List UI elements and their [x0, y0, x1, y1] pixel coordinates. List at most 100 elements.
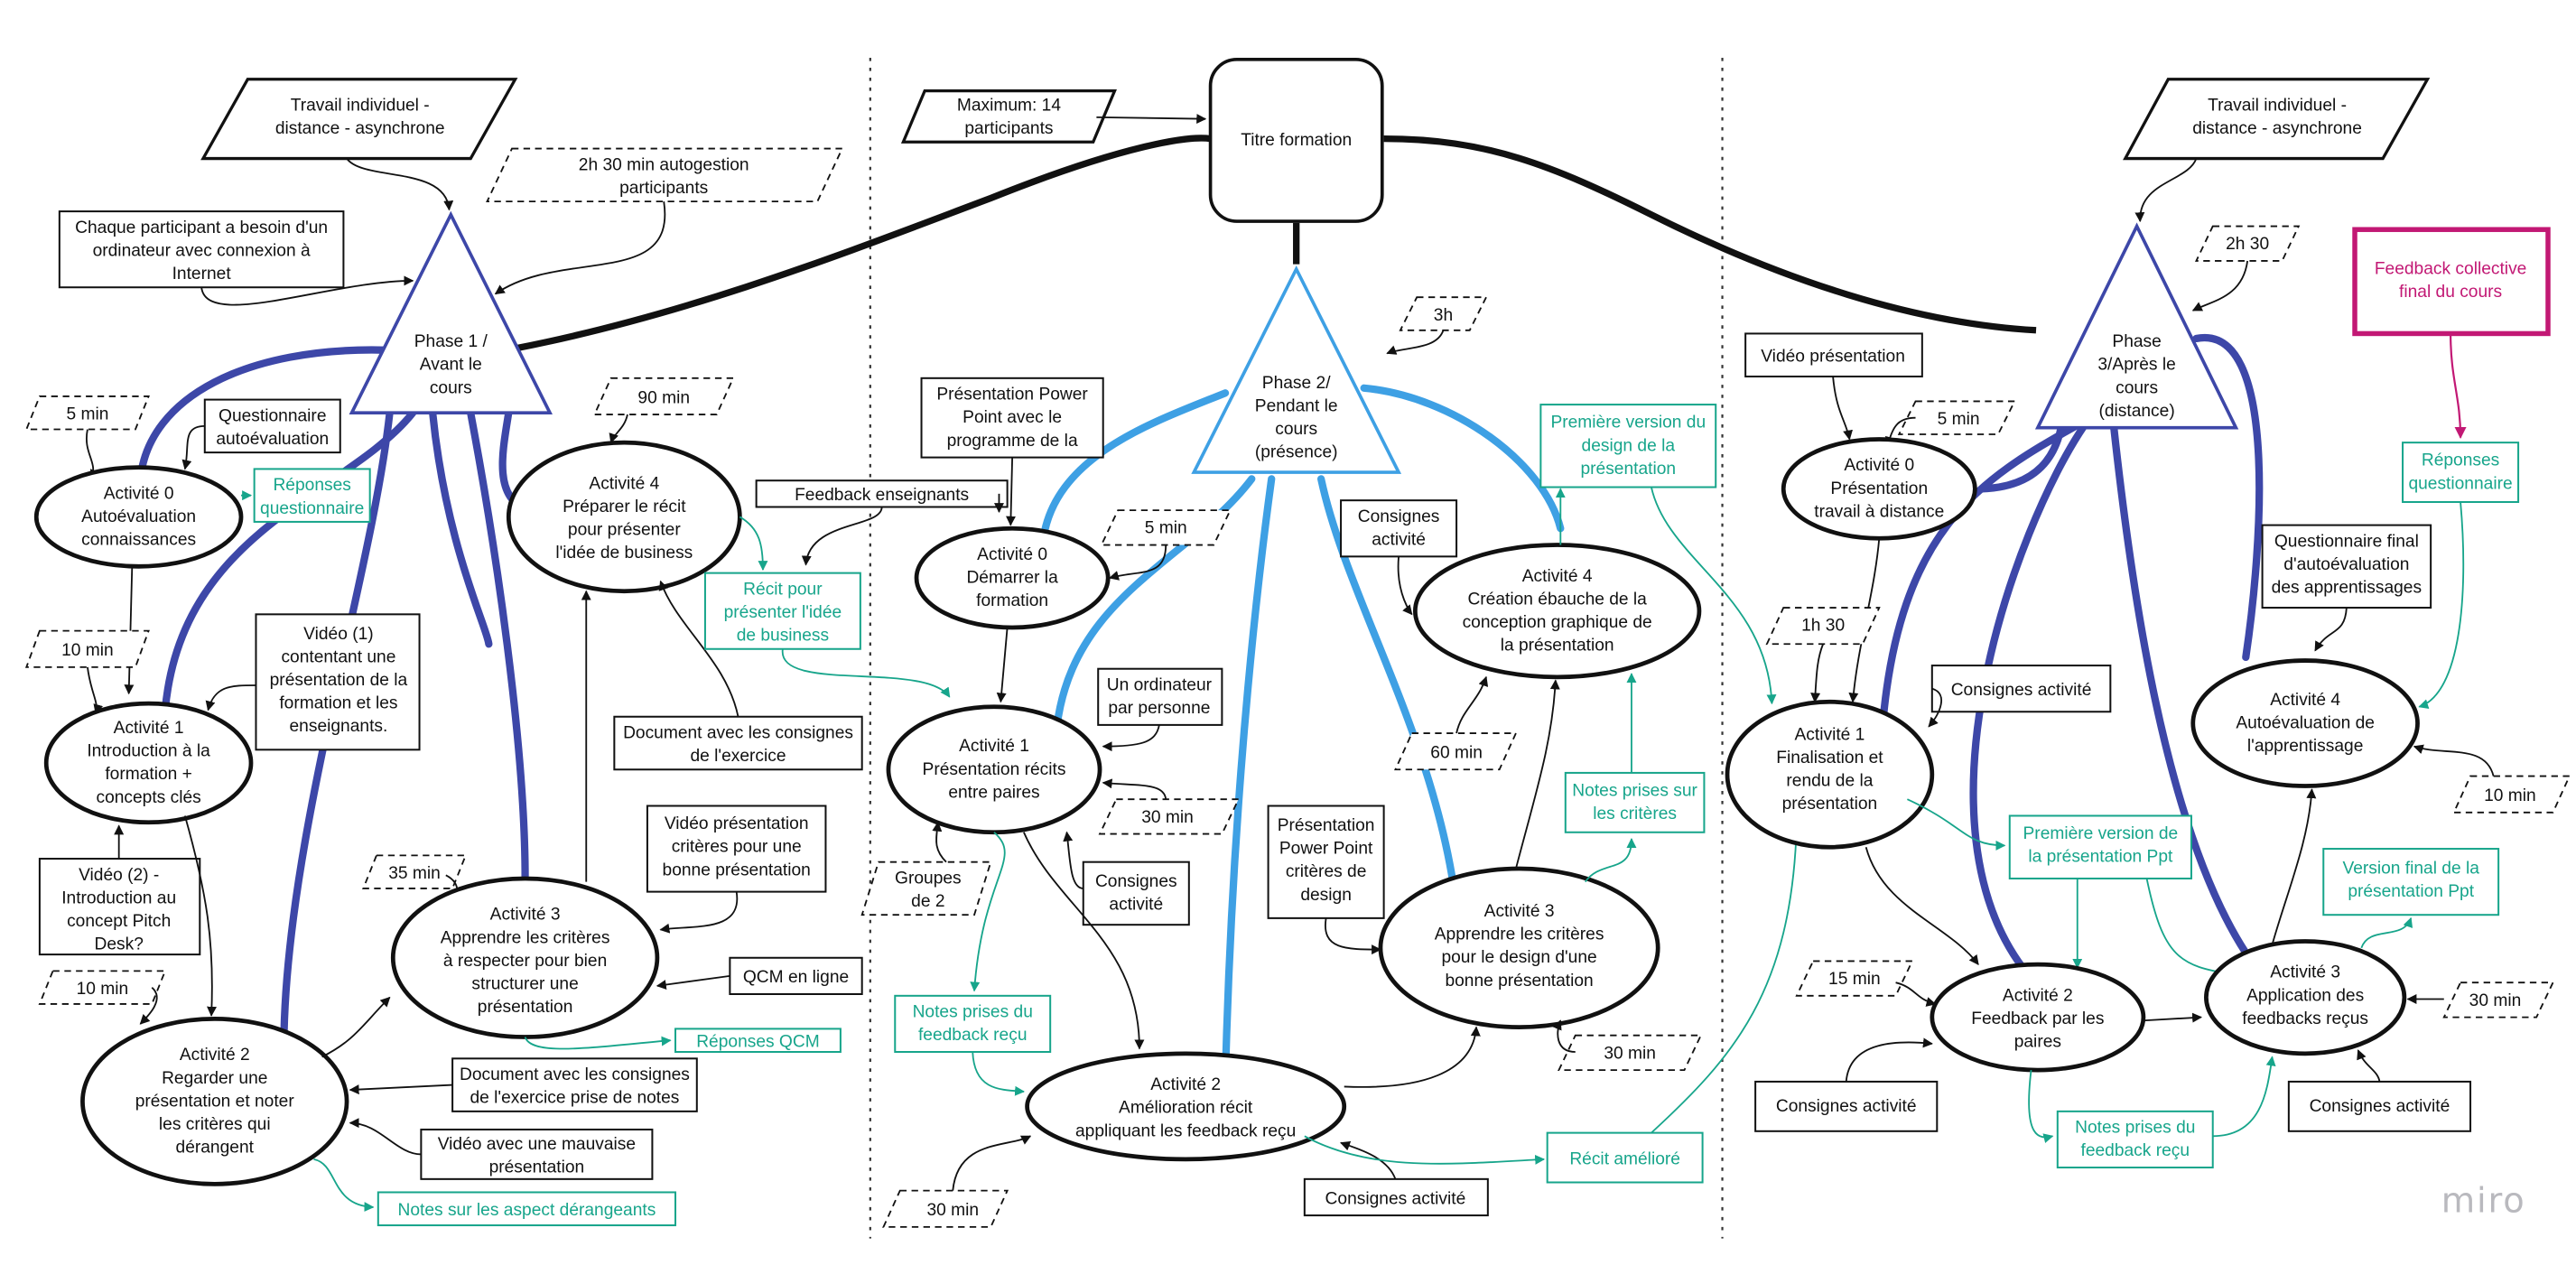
- svg-text:Consignes: Consignes: [1095, 872, 1177, 891]
- phase2-act1[interactable]: Activité 1 Présentation récits entre pai…: [886, 704, 1102, 835]
- phase3-act3[interactable]: Activité 3 Application des feedbacks reç…: [2204, 939, 2407, 1056]
- phase2-act3[interactable]: Activité 3 Apprendre les critères pour l…: [1378, 866, 1660, 1029]
- svg-text:par personne: par personne: [1108, 699, 1210, 718]
- svg-text:présentation: présentation: [1782, 795, 1878, 814]
- svg-text:Desk?: Desk?: [94, 935, 143, 954]
- svg-text:Autoévaluation de: Autoévaluation de: [2236, 714, 2375, 733]
- phase2-act0-time: 5 min: [1100, 509, 1232, 546]
- svg-text:de 2: de 2: [911, 892, 944, 911]
- svg-text:Feedback par les: Feedback par les: [1971, 1009, 2104, 1028]
- svg-text:bonne présentation: bonne présentation: [663, 860, 811, 879]
- svg-text:Groupes: Groupes: [895, 869, 962, 888]
- miro-logo: miro: [2441, 1180, 2526, 1221]
- phase1-act4[interactable]: Activité 4 Préparer le récit pour présen…: [506, 440, 742, 594]
- svg-text:Activité 4: Activité 4: [1522, 567, 1593, 586]
- phase2-triangle[interactable]: Phase 2/ Pendant le cours (présence): [1191, 265, 1402, 474]
- phase3-triangle[interactable]: Phase 3/Après le cours (distance): [2034, 222, 2239, 430]
- svg-text:ordinateur avec connexion à: ordinateur avec connexion à: [93, 241, 311, 260]
- svg-text:Apprendre les critères: Apprendre les critères: [441, 928, 610, 947]
- svg-text:structurer une: structurer une: [471, 975, 578, 994]
- svg-text:Maximum: 14: Maximum: 14: [957, 97, 1061, 116]
- phase2-feedback-teachers: Feedback enseignants: [755, 479, 1009, 508]
- phase3-act0[interactable]: Activité 0 Présentation travail à distan…: [1781, 437, 1977, 541]
- svg-text:Amélioration récit: Amélioration récit: [1119, 1099, 1253, 1118]
- course-title: Titre formation: [1241, 131, 1352, 150]
- main-timeline-curve: [514, 135, 1212, 352]
- svg-text:90 min: 90 min: [637, 388, 690, 407]
- phase1-act1[interactable]: Activité 1 Introduction à la formation +…: [43, 701, 254, 825]
- svg-text:Réponses QCM: Réponses QCM: [696, 1033, 820, 1052]
- svg-text:Activité 0: Activité 0: [977, 545, 1047, 564]
- svg-text:QCM en ligne: QCM en ligne: [743, 968, 849, 987]
- phase1-triangle[interactable]: Phase 1 / Avant le cours: [349, 210, 553, 415]
- svg-text:questionnaire: questionnaire: [2408, 474, 2512, 493]
- phase2-act0[interactable]: Activité 0 Démarrer la formation: [914, 526, 1111, 630]
- phase3-act4[interactable]: Activité 4 Autoévaluation de l'apprentis…: [2190, 658, 2420, 788]
- phase1-act4-output: Récit pour présenter l'idée de business: [703, 572, 861, 650]
- phase3-act3-instructions: Consignes activité: [2287, 1080, 2472, 1132]
- svg-text:présentation et noter: présentation et noter: [135, 1092, 295, 1111]
- svg-text:5 min: 5 min: [66, 405, 108, 424]
- svg-text:Récit amélioré: Récit amélioré: [1569, 1149, 1680, 1168]
- svg-text:présenter l'idée: présenter l'idée: [724, 603, 842, 622]
- svg-text:Consignes activité: Consignes activité: [2310, 1097, 2450, 1116]
- phase1-act2-time: 10 min: [38, 970, 167, 1005]
- phase2-act4[interactable]: Activité 4 Création ébauche de la concep…: [1412, 543, 1702, 680]
- svg-text:activité: activité: [1109, 896, 1163, 915]
- svg-text:60 min: 60 min: [1430, 743, 1483, 762]
- svg-text:Activité 4: Activité 4: [2270, 691, 2340, 710]
- phase1-act0[interactable]: Activité 0 Autoévaluation connaissances: [33, 465, 244, 569]
- phase3-act1-instructions: Consignes activité: [1930, 665, 2112, 713]
- svg-text:30 min: 30 min: [1141, 808, 1194, 827]
- phase2-act2[interactable]: Activité 2 Amélioration récit appliquant…: [1025, 1051, 1347, 1162]
- phase3-act1-output: Première version de la présentation Ppt: [2008, 814, 2192, 879]
- svg-text:paires: paires: [2014, 1033, 2061, 1052]
- svg-text:rendu de la: rendu de la: [1786, 772, 1873, 791]
- phase1-act2-output: Notes sur les aspect dérangeants: [377, 1191, 677, 1227]
- svg-text:Consignes activité: Consignes activité: [1776, 1097, 1917, 1116]
- phase2-act1-computer: Un ordinateur par personne: [1097, 667, 1223, 726]
- svg-text:5 min: 5 min: [1145, 519, 1187, 538]
- svg-text:Activité 4: Activité 4: [589, 474, 659, 493]
- max-participants-note: Maximum: 14 participants: [900, 88, 1117, 144]
- phase3-act2[interactable]: Activité 2 Feedback par les paires: [1930, 962, 2146, 1073]
- svg-text:(présence): (présence): [1255, 443, 1338, 462]
- svg-text:Power Point: Power Point: [1279, 840, 1373, 859]
- svg-text:Activité 1: Activité 1: [959, 737, 1029, 756]
- svg-text:Présentation: Présentation: [1830, 479, 1928, 498]
- phase3-act2-time: 15 min: [1795, 960, 1914, 997]
- svg-text:présentation: présentation: [1580, 460, 1676, 479]
- svg-text:30 min: 30 min: [926, 1201, 979, 1220]
- phase1-act1-video1: Vidéo (1) contentant une présentation de…: [255, 613, 421, 751]
- svg-text:Activité 3: Activité 3: [2270, 963, 2340, 982]
- svg-text:10 min: 10 min: [2484, 786, 2536, 805]
- svg-text:design: design: [1300, 886, 1352, 905]
- phase2-act2-output: Récit amélioré: [1546, 1131, 1704, 1184]
- svg-text:connaissances: connaissances: [81, 531, 196, 550]
- phase1-act2[interactable]: Activité 2 Regarder une présentation et …: [80, 1017, 349, 1186]
- course-title-box[interactable]: [1208, 58, 1384, 223]
- phase2-act3-powerpoint: Présentation Power Point critères de des…: [1267, 805, 1385, 919]
- svg-text:Notes prises du: Notes prises du: [913, 1003, 1033, 1022]
- phase2-act1-output: Notes prises du feedback reçu: [894, 994, 1052, 1054]
- svg-text:10 min: 10 min: [77, 980, 129, 999]
- svg-text:Apprendre les critères: Apprendre les critères: [1435, 925, 1604, 944]
- phase3-act3-output: Version final de la présentation Ppt: [2322, 848, 2500, 916]
- svg-text:1h 30: 1h 30: [1801, 617, 1845, 636]
- svg-text:30 min: 30 min: [1604, 1044, 1656, 1063]
- phase2-links: [1039, 384, 1565, 1086]
- svg-text:entre paires: entre paires: [948, 783, 1039, 802]
- phase1-act3-output: Réponses QCM: [674, 1028, 842, 1054]
- svg-text:programme de la: programme de la: [947, 432, 1078, 451]
- phase2-duration: 3h: [1399, 296, 1488, 331]
- svg-text:Feedback collective: Feedback collective: [2375, 260, 2527, 279]
- phase3-act1[interactable]: Activité 1 Finalisation et rendu de la p…: [1725, 699, 1935, 850]
- svg-text:appliquant les feedback reçu: appliquant les feedback reçu: [1075, 1121, 1296, 1140]
- svg-text:cours: cours: [430, 378, 472, 397]
- right-work-mode-note: Travail individuel - distance - asynchro…: [2123, 78, 2431, 161]
- svg-text:Réponses: Réponses: [2422, 451, 2499, 470]
- svg-text:Création ébauche de la: Création ébauche de la: [1467, 590, 1647, 609]
- svg-text:Avant le: Avant le: [420, 356, 482, 375]
- phase1-act3[interactable]: Activité 3 Apprendre les critères à resp…: [390, 876, 660, 1039]
- svg-text:distance - asynchrone: distance - asynchrone: [275, 119, 445, 138]
